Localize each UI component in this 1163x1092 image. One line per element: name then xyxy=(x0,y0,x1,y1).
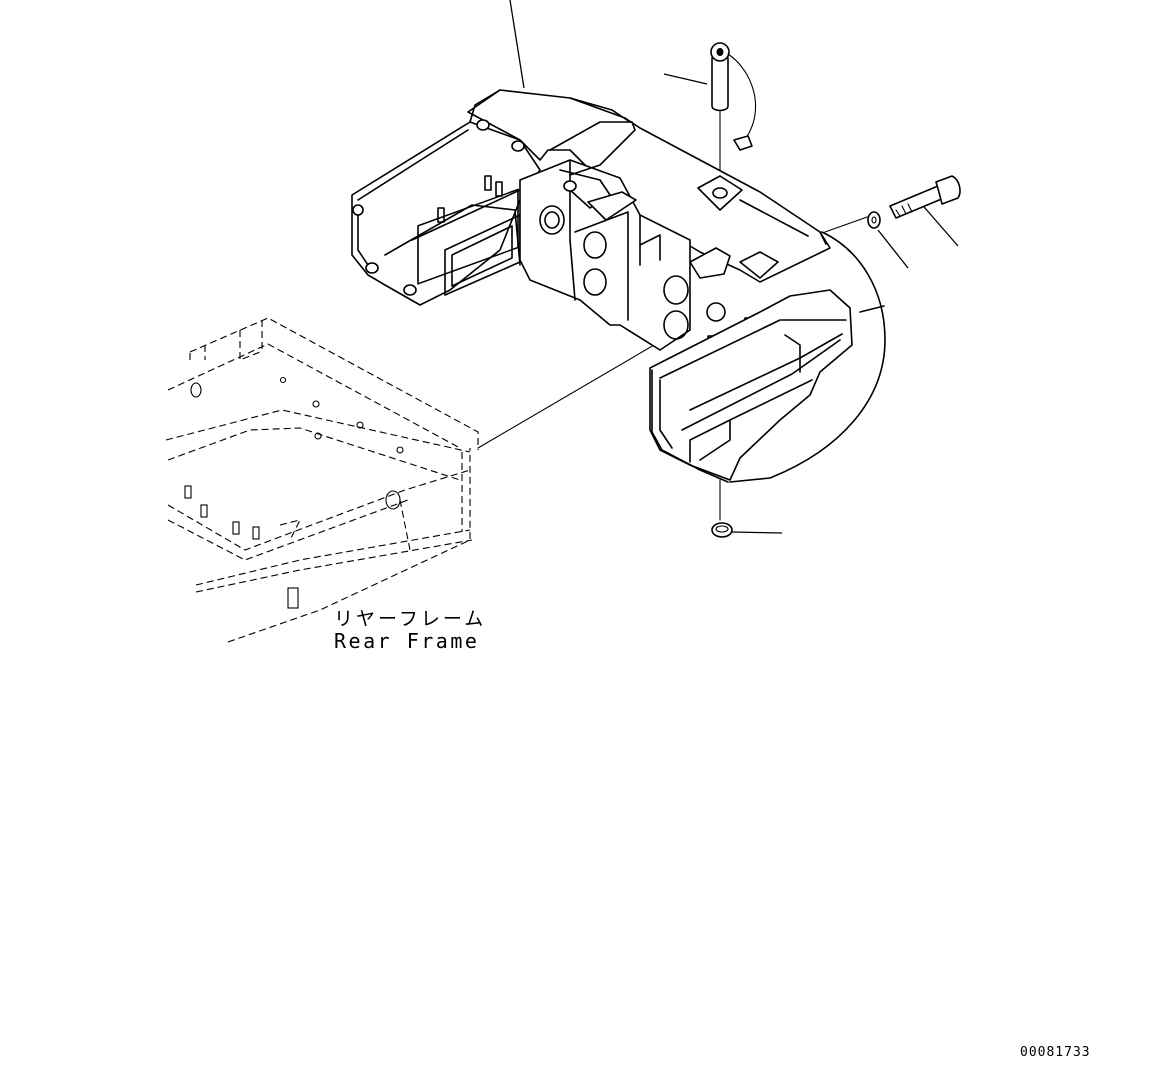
counterweight-icon xyxy=(351,89,886,483)
leader-bolt xyxy=(917,199,959,247)
rear-frame-label-english: Rear Frame xyxy=(334,629,480,653)
pin-icon xyxy=(710,42,757,151)
rear-frame-label-japanese: リヤーフレーム xyxy=(334,608,487,630)
leader-lock-pin xyxy=(731,531,783,534)
bolt-icon xyxy=(889,175,961,219)
lock-pin-icon xyxy=(711,522,733,538)
leader-pin xyxy=(663,73,708,85)
assembly-line-bolt xyxy=(824,215,871,233)
washer-icon xyxy=(867,211,881,229)
leader-counterweight xyxy=(509,0,525,89)
leader-washer xyxy=(877,229,909,269)
figure-number: 00081733 xyxy=(1020,1045,1091,1060)
rear-frame-icon xyxy=(165,317,479,643)
